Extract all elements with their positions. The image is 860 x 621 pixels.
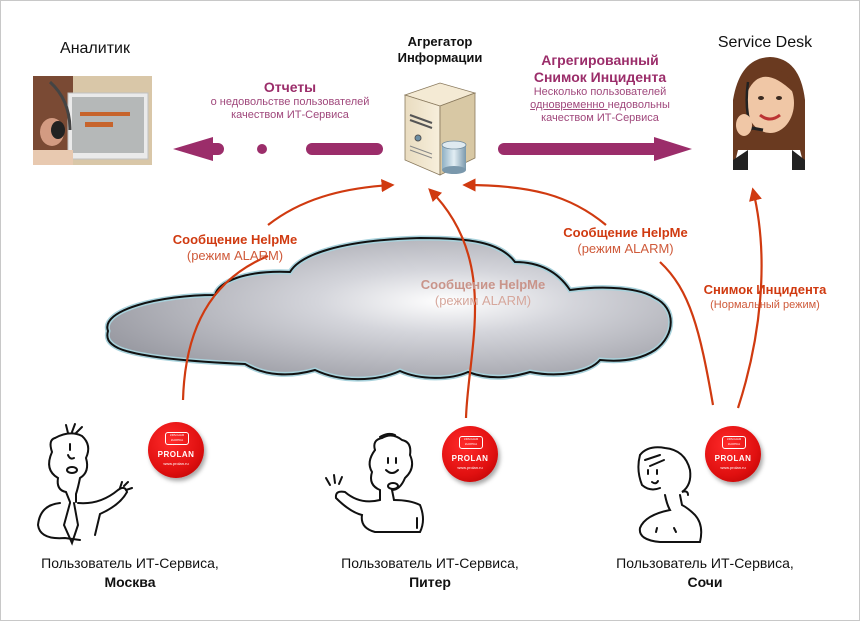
- aggregated-snapshot-title-line2: Снимок Инцидента: [533, 69, 667, 85]
- user-label-piter: Пользователь ИТ-Сервиса, Питер: [320, 554, 540, 592]
- badge-brand: PROLAN: [714, 454, 752, 463]
- aggregated-snapshot-line2: одновременно недовольны: [510, 99, 690, 112]
- helpme-arrow-moscow-top: [267, 179, 395, 226]
- incident-snapshot-label: Снимок Инцидента (Нормальный режим): [695, 282, 835, 313]
- user-sochi-role: Пользователь ИТ-Сервиса,: [616, 555, 794, 571]
- prolan-badge-sochi[interactable]: КРАСНАЯ КНОПКА PROLAN www.prolan.ru: [705, 426, 761, 482]
- user-piter-figure: [325, 432, 424, 533]
- aggregated-snapshot-title-line1: Агрегированный: [541, 52, 659, 68]
- aggregated-snapshot-line2-rest: недовольны: [607, 99, 670, 111]
- badge-url: www.prolan.ru: [457, 465, 483, 470]
- helpme-moscow-mode: (режим ALARM): [186, 248, 284, 263]
- aggregated-snapshot-line1: Несколько пользователей: [533, 86, 667, 98]
- service-desk-photo: [733, 57, 805, 170]
- aggregator-title-line2: Информации: [397, 50, 483, 65]
- helpme-piter-title: Сообщение HelpMe: [420, 277, 546, 292]
- user-moscow-figure: [36, 423, 133, 546]
- badge-url: www.prolan.ru: [720, 465, 746, 470]
- helpme-arrow-sochi-top: [462, 178, 607, 226]
- helpme-sochi-title: Сообщение HelpMe: [563, 225, 688, 240]
- helpme-arrow-sochi: [659, 261, 715, 406]
- badge-brand: PROLAN: [157, 450, 195, 459]
- helpme-arrow-piter: [428, 188, 477, 419]
- user-piter-city: Питер: [409, 574, 451, 590]
- helpme-piter-mode: (режим ALARM): [434, 293, 532, 308]
- user-moscow-city: Москва: [104, 574, 156, 590]
- reports-arrow: [173, 137, 383, 161]
- badge-bubble-icon: КРАСНАЯ КНОПКА: [459, 436, 483, 449]
- server-icon: [403, 82, 477, 176]
- aggregator-title: Агрегатор Информации: [390, 34, 490, 66]
- badge-url: www.prolan.ru: [163, 461, 189, 466]
- user-label-moscow: Пользователь ИТ-Сервиса, Москва: [20, 554, 240, 592]
- service-desk-title: Service Desk: [717, 34, 813, 51]
- aggregated-snapshot-underlined: одновременно: [530, 99, 608, 111]
- badge-bubble-icon: КРАСНАЯ КНОПКА: [722, 436, 746, 449]
- user-sochi-city: Сочи: [687, 574, 723, 590]
- aggregated-snapshot-arrow: [498, 137, 692, 161]
- reports-label: Отчеты о недовольстве пользователей каче…: [195, 78, 385, 122]
- badge-bubble-icon: КРАСНАЯ КНОПКА: [165, 432, 189, 445]
- user-moscow-role: Пользователь ИТ-Сервиса,: [41, 555, 219, 571]
- user-piter-role: Пользователь ИТ-Сервиса,: [341, 555, 519, 571]
- incident-snapshot-title: Снимок Инцидента: [703, 282, 827, 297]
- user-sochi-figure: [637, 446, 703, 543]
- helpme-moscow-title: Сообщение HelpMe: [172, 232, 298, 247]
- analyst-title: Аналитик: [60, 40, 130, 57]
- helpme-label-moscow: Сообщение HelpMe (режим ALARM): [170, 232, 300, 264]
- incident-snapshot-mode: (Нормальный режим): [710, 299, 820, 311]
- incident-snapshot-arrow: [736, 187, 763, 409]
- network-cloud: [104, 235, 674, 382]
- helpme-arrow-moscow: [181, 254, 269, 401]
- badge-brand: PROLAN: [451, 454, 489, 463]
- helpme-label-piter: Сообщение HelpMe (режим ALARM): [413, 277, 553, 309]
- aggregated-snapshot-label: Агрегированный Снимок Инцидента Нескольк…: [510, 52, 690, 125]
- reports-line2: качеством ИТ-Сервиса: [231, 109, 349, 121]
- helpme-label-sochi: Сообщение HelpMe (режим ALARM): [558, 225, 693, 257]
- prolan-badge-moscow[interactable]: КРАСНАЯ КНОПКА PROLAN www.prolan.ru: [148, 422, 204, 478]
- reports-line1: о недовольстве пользователей: [210, 96, 370, 108]
- helpme-sochi-mode: (режим ALARM): [577, 241, 674, 256]
- aggregator-title-line1: Агрегатор: [407, 34, 473, 49]
- analyst-photo: [33, 76, 152, 165]
- prolan-badge-piter[interactable]: КРАСНАЯ КНОПКА PROLAN www.prolan.ru: [442, 426, 498, 482]
- reports-title: Отчеты: [263, 79, 317, 95]
- user-label-sochi: Пользователь ИТ-Сервиса, Сочи: [595, 554, 815, 592]
- aggregated-snapshot-line3: качеством ИТ-Сервиса: [541, 112, 659, 124]
